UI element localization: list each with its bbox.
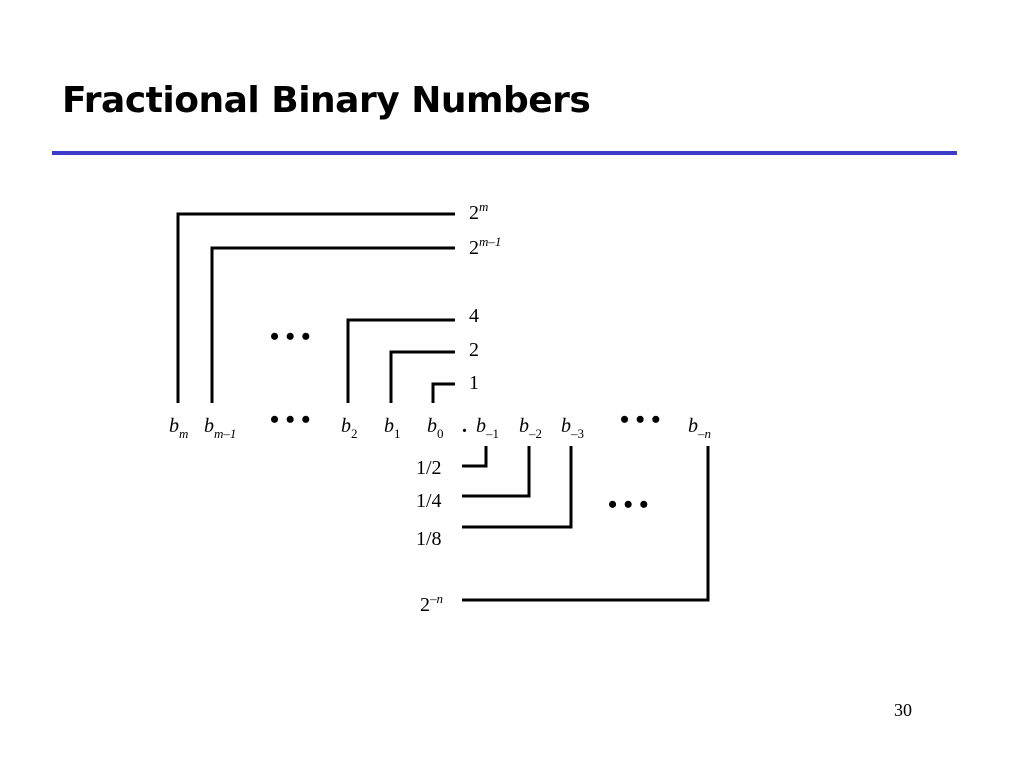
weight-2m-1: 2m–1 [469,234,501,259]
weight-2: 2 [469,339,479,361]
bit-b1: b1 [384,415,401,441]
weight-half: 1/2 [416,457,442,479]
connector-b2 [346,318,455,403]
bit-b-3: b–3 [561,415,584,441]
bit-bm: bm [169,415,188,441]
connector-bm [176,212,455,403]
bit-b2: b2 [341,415,358,441]
page-number: 30 [894,700,912,720]
slide-title: Fractional Binary Numbers [62,80,591,121]
connector-b0 [431,382,455,403]
connector-bm-1 [210,246,455,403]
connector-b-2 [462,446,531,498]
bit-b0: b0 [427,415,444,441]
bit-b-1: b–1 [476,415,499,441]
ellipsis-bits-left: • • • [270,405,310,434]
connector-b-1 [462,446,488,468]
connector-b-3 [462,446,573,529]
connector-b-n [462,446,710,602]
weight-1: 1 [469,372,479,394]
weight-2m: 2m [469,199,488,224]
bit-b-n: b–n [688,415,711,441]
bit-b-2: b–2 [519,415,542,441]
binary-point: . [462,415,467,437]
connector-b1 [389,350,455,403]
weight-4: 4 [469,305,479,327]
title-underline [52,151,957,155]
ellipsis-bits-right: • • • [620,405,660,434]
weight-quarter: 1/4 [416,490,442,512]
ellipsis-lower: • • • [608,490,648,519]
weight-2-n: 2–n [420,591,443,616]
weight-eighth: 1/8 [416,528,442,550]
bit-bm-1: bm–1 [204,415,236,441]
ellipsis-upper: • • • [270,322,310,351]
